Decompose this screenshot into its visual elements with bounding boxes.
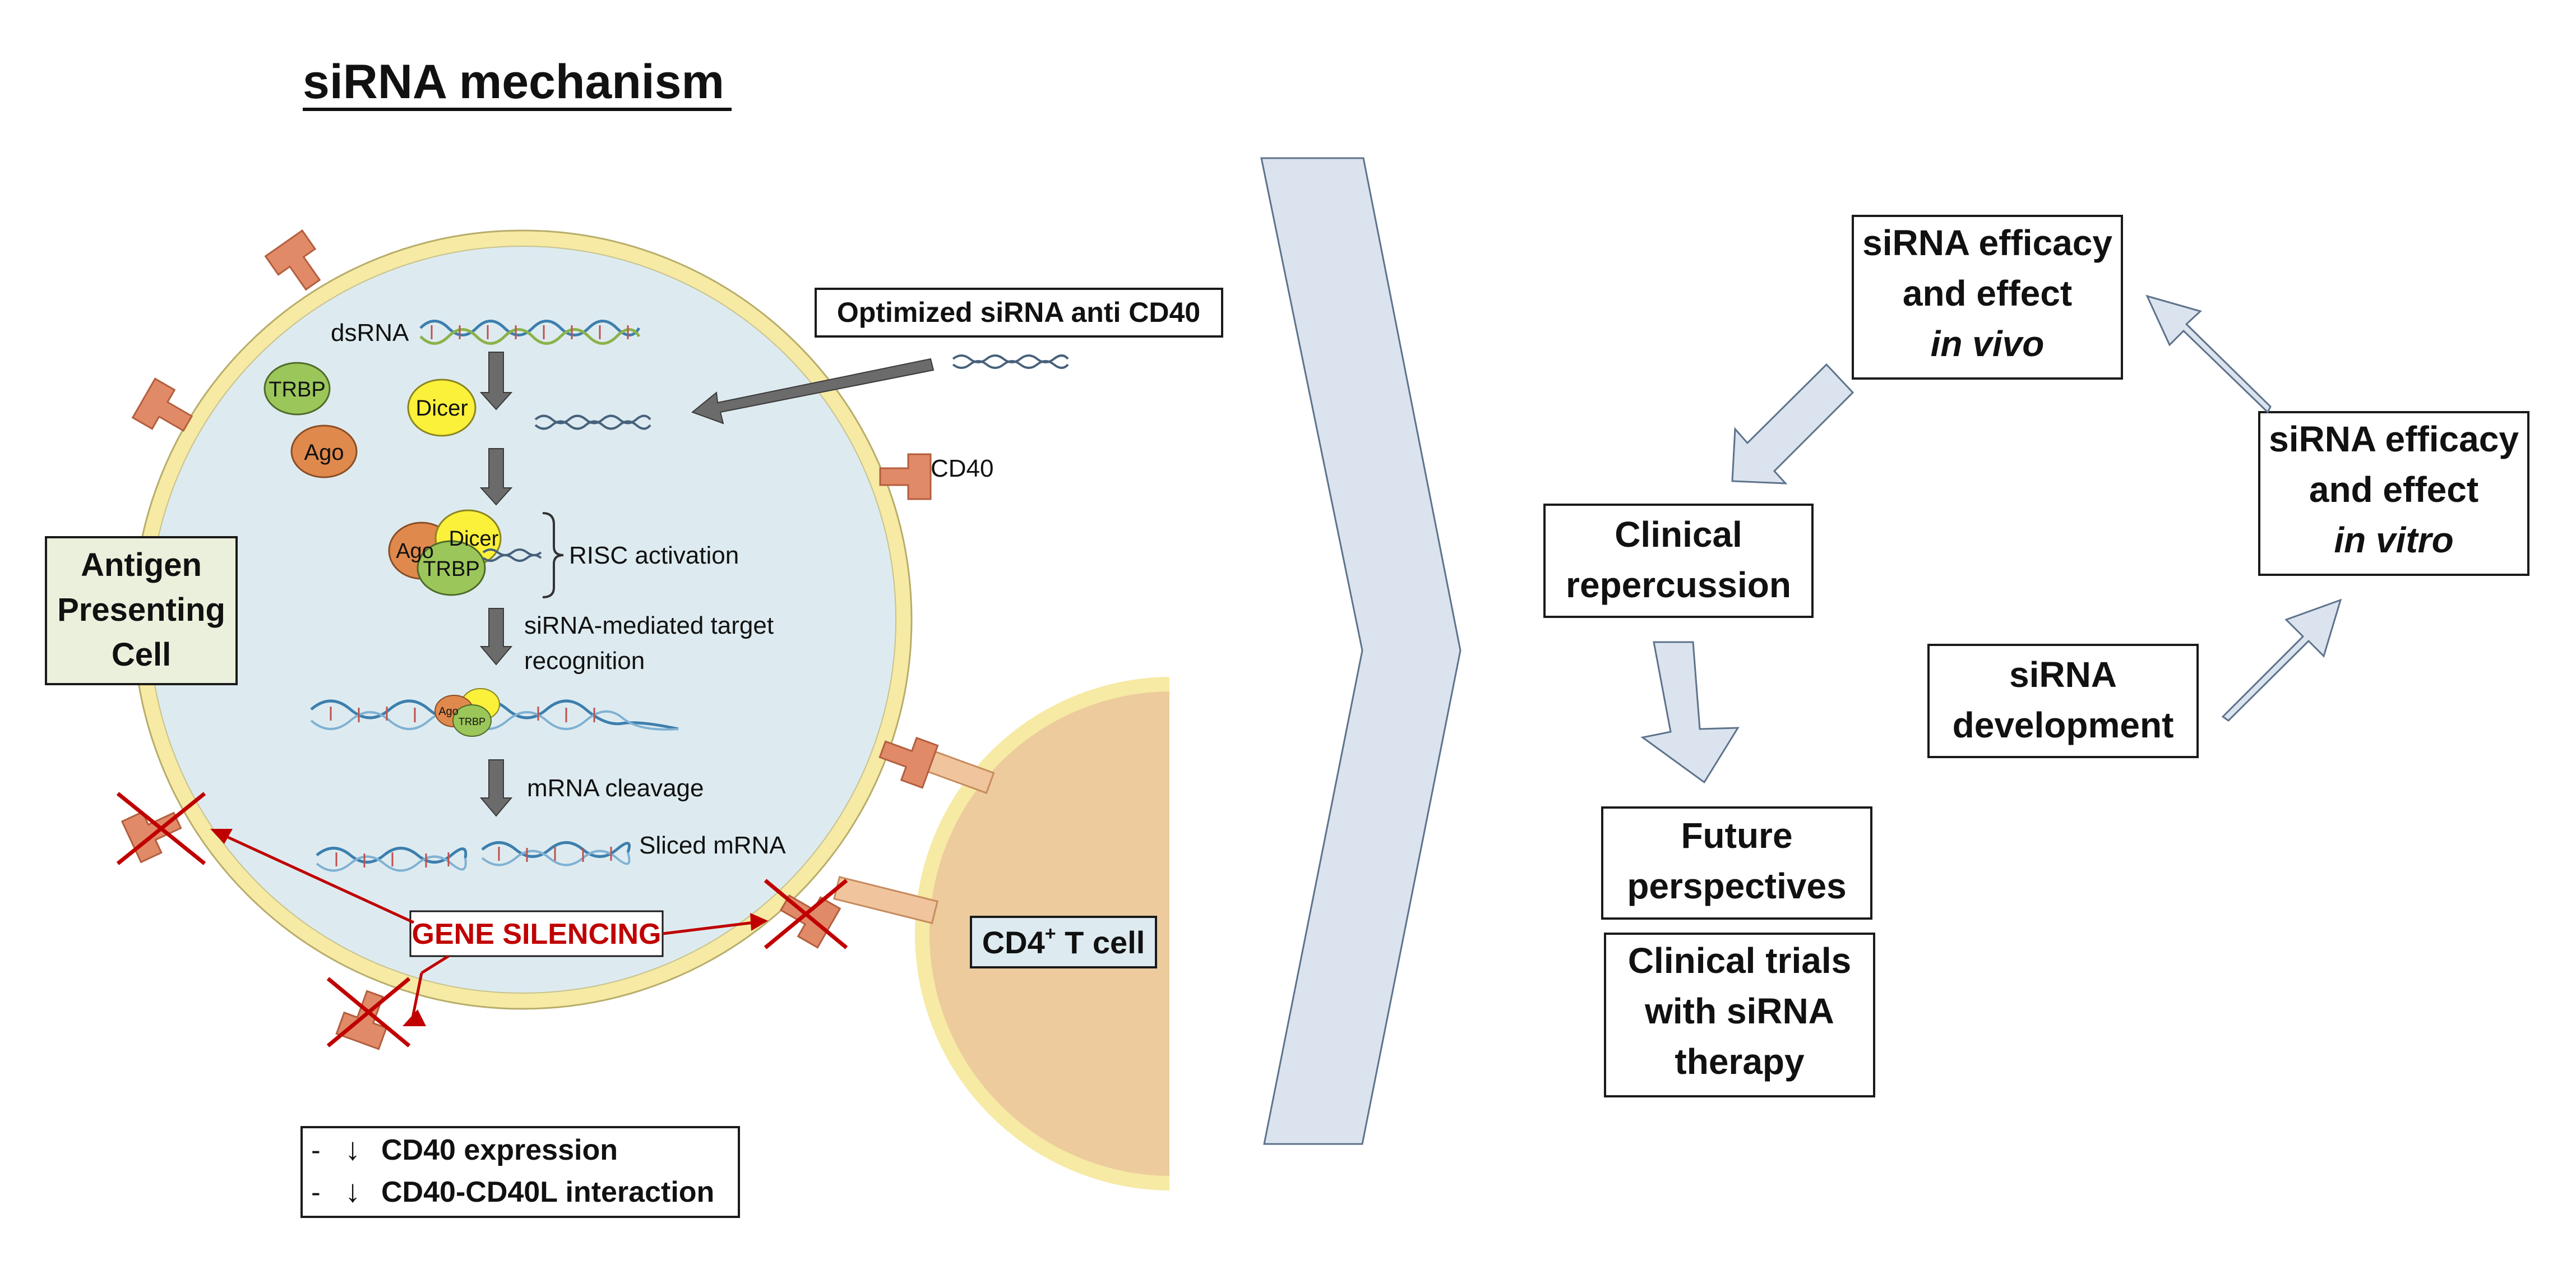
apc-label-box [45, 536, 238, 685]
gene-silencing-label: GENE SILENCING [412, 918, 662, 951]
chevron-icon [1260, 157, 1462, 1145]
flow-arrow-icon [2221, 598, 2342, 722]
trials-line1: Clinical trials [1628, 940, 1851, 981]
sliced-mrna-icon [316, 841, 631, 872]
cd40-receptor-icon [878, 736, 939, 789]
tcell-label: CD4+ T cell [982, 923, 1145, 960]
effect-arrow-2: ↓ [345, 1173, 360, 1208]
cd40-receptor-icon [264, 229, 321, 291]
flow-arrow-icon [1640, 641, 1740, 784]
future-line2: perspectives [1627, 866, 1846, 906]
external-sirna-icon [952, 354, 1069, 369]
effect-dash-2: - [311, 1177, 321, 1208]
development-line1: siRNA [2009, 654, 2117, 695]
development-line2: development [1953, 705, 2174, 745]
tcell-label-box [970, 916, 1157, 968]
trbp-protein-icon [263, 362, 331, 416]
page-title: siRNA mechanism [303, 55, 724, 109]
small-trbp-icon [452, 704, 492, 737]
risc-trbp-icon [417, 540, 486, 596]
effect-text-1: CD40 expression [381, 1134, 618, 1166]
tcell-label-suffix: T cell [1056, 925, 1145, 960]
in-vitro-line2: and effect [2309, 469, 2478, 510]
optimized-sirna-label: Optimized siRNA anti CD40 [837, 297, 1200, 328]
dicer-protein-icon [407, 379, 477, 437]
risc-ago-label: Ago [396, 539, 434, 563]
sirna-entry-arrow-icon [691, 358, 935, 425]
future-perspectives-box [1601, 806, 1872, 920]
development-box [1927, 644, 2199, 758]
clinical-line1: Clinical [1615, 514, 1742, 555]
mrna-cleavage-label: mRNA cleavage [527, 774, 704, 802]
dicer-label: Dicer [415, 396, 468, 421]
flow-arrow-icon [2145, 294, 2272, 414]
apc-label-line2: Presenting [57, 592, 225, 628]
red-x-icon [116, 792, 206, 865]
ago-protein-icon [290, 425, 358, 478]
target-recognition-line1: siRNA-mediated target [524, 612, 774, 639]
effect-arrow-1: ↓ [345, 1131, 360, 1166]
apc-label-line1: Antigen [81, 547, 202, 583]
future-line1: Future [1681, 815, 1792, 856]
dsrna-label: dsRNA [331, 319, 409, 347]
antigen-presenting-cell [134, 231, 911, 1008]
clinical-trials-box [1604, 933, 1875, 1097]
cd40-receptor-icon [879, 453, 932, 500]
red-x-icon [764, 879, 848, 949]
down-arrow-icon [479, 448, 513, 506]
effect-text-2: CD40-CD40L interaction [381, 1176, 714, 1208]
ago-label: Ago [304, 440, 344, 465]
sirna-duplex-icon [534, 414, 651, 430]
in-vitro-line1: siRNA efficacy [2269, 419, 2519, 459]
tcell-label-sup: + [1045, 923, 1056, 944]
trials-line3: therapy [1675, 1041, 1805, 1082]
in-vivo-box [1852, 215, 2123, 380]
in-vivo-line3: in vivo [1931, 324, 2045, 364]
risc-sirna-icon [482, 548, 542, 562]
sliced-mrna-label: Sliced mRNA [639, 832, 786, 859]
risc-activation-label: RISC activation [569, 542, 739, 569]
apc-label-line3: Cell [112, 636, 171, 673]
cd40-receptor-icon [131, 377, 193, 432]
down-arrow-icon [479, 608, 513, 666]
in-vitro-line3: in vitro [2334, 520, 2453, 560]
risc-trbp-label: TRBP [423, 557, 479, 581]
down-arrow-icon [479, 759, 513, 817]
trbp-label: TRBP [269, 378, 325, 402]
down-arrow-icon [479, 352, 513, 410]
clinical-line2: repercussion [1566, 565, 1791, 605]
optimized-sirna-box [815, 288, 1223, 338]
cd40-label: CD40 [931, 455, 994, 482]
silencing-arrows [210, 829, 768, 1026]
risc-dicer-label: Dicer [449, 527, 499, 551]
in-vivo-line1: siRNA efficacy [1862, 223, 2112, 263]
small-ago-label: Ago [438, 705, 459, 718]
target-recognition-line2: recognition [524, 647, 645, 675]
red-x-icon [326, 977, 411, 1048]
dsrna-helix-icon [419, 320, 641, 345]
flow-arrow-icon [1731, 363, 1854, 485]
effect-dash-1: - [311, 1134, 321, 1166]
in-vitro-box [2258, 411, 2529, 576]
effects-box [300, 1126, 740, 1218]
clinical-repercussion-box [1543, 504, 1814, 618]
trials-line2: with siRNA [1644, 991, 1834, 1031]
small-trbp-label: TRBP [459, 716, 485, 727]
in-vivo-line2: and effect [1903, 273, 2072, 313]
risc-brace-icon [542, 512, 564, 598]
